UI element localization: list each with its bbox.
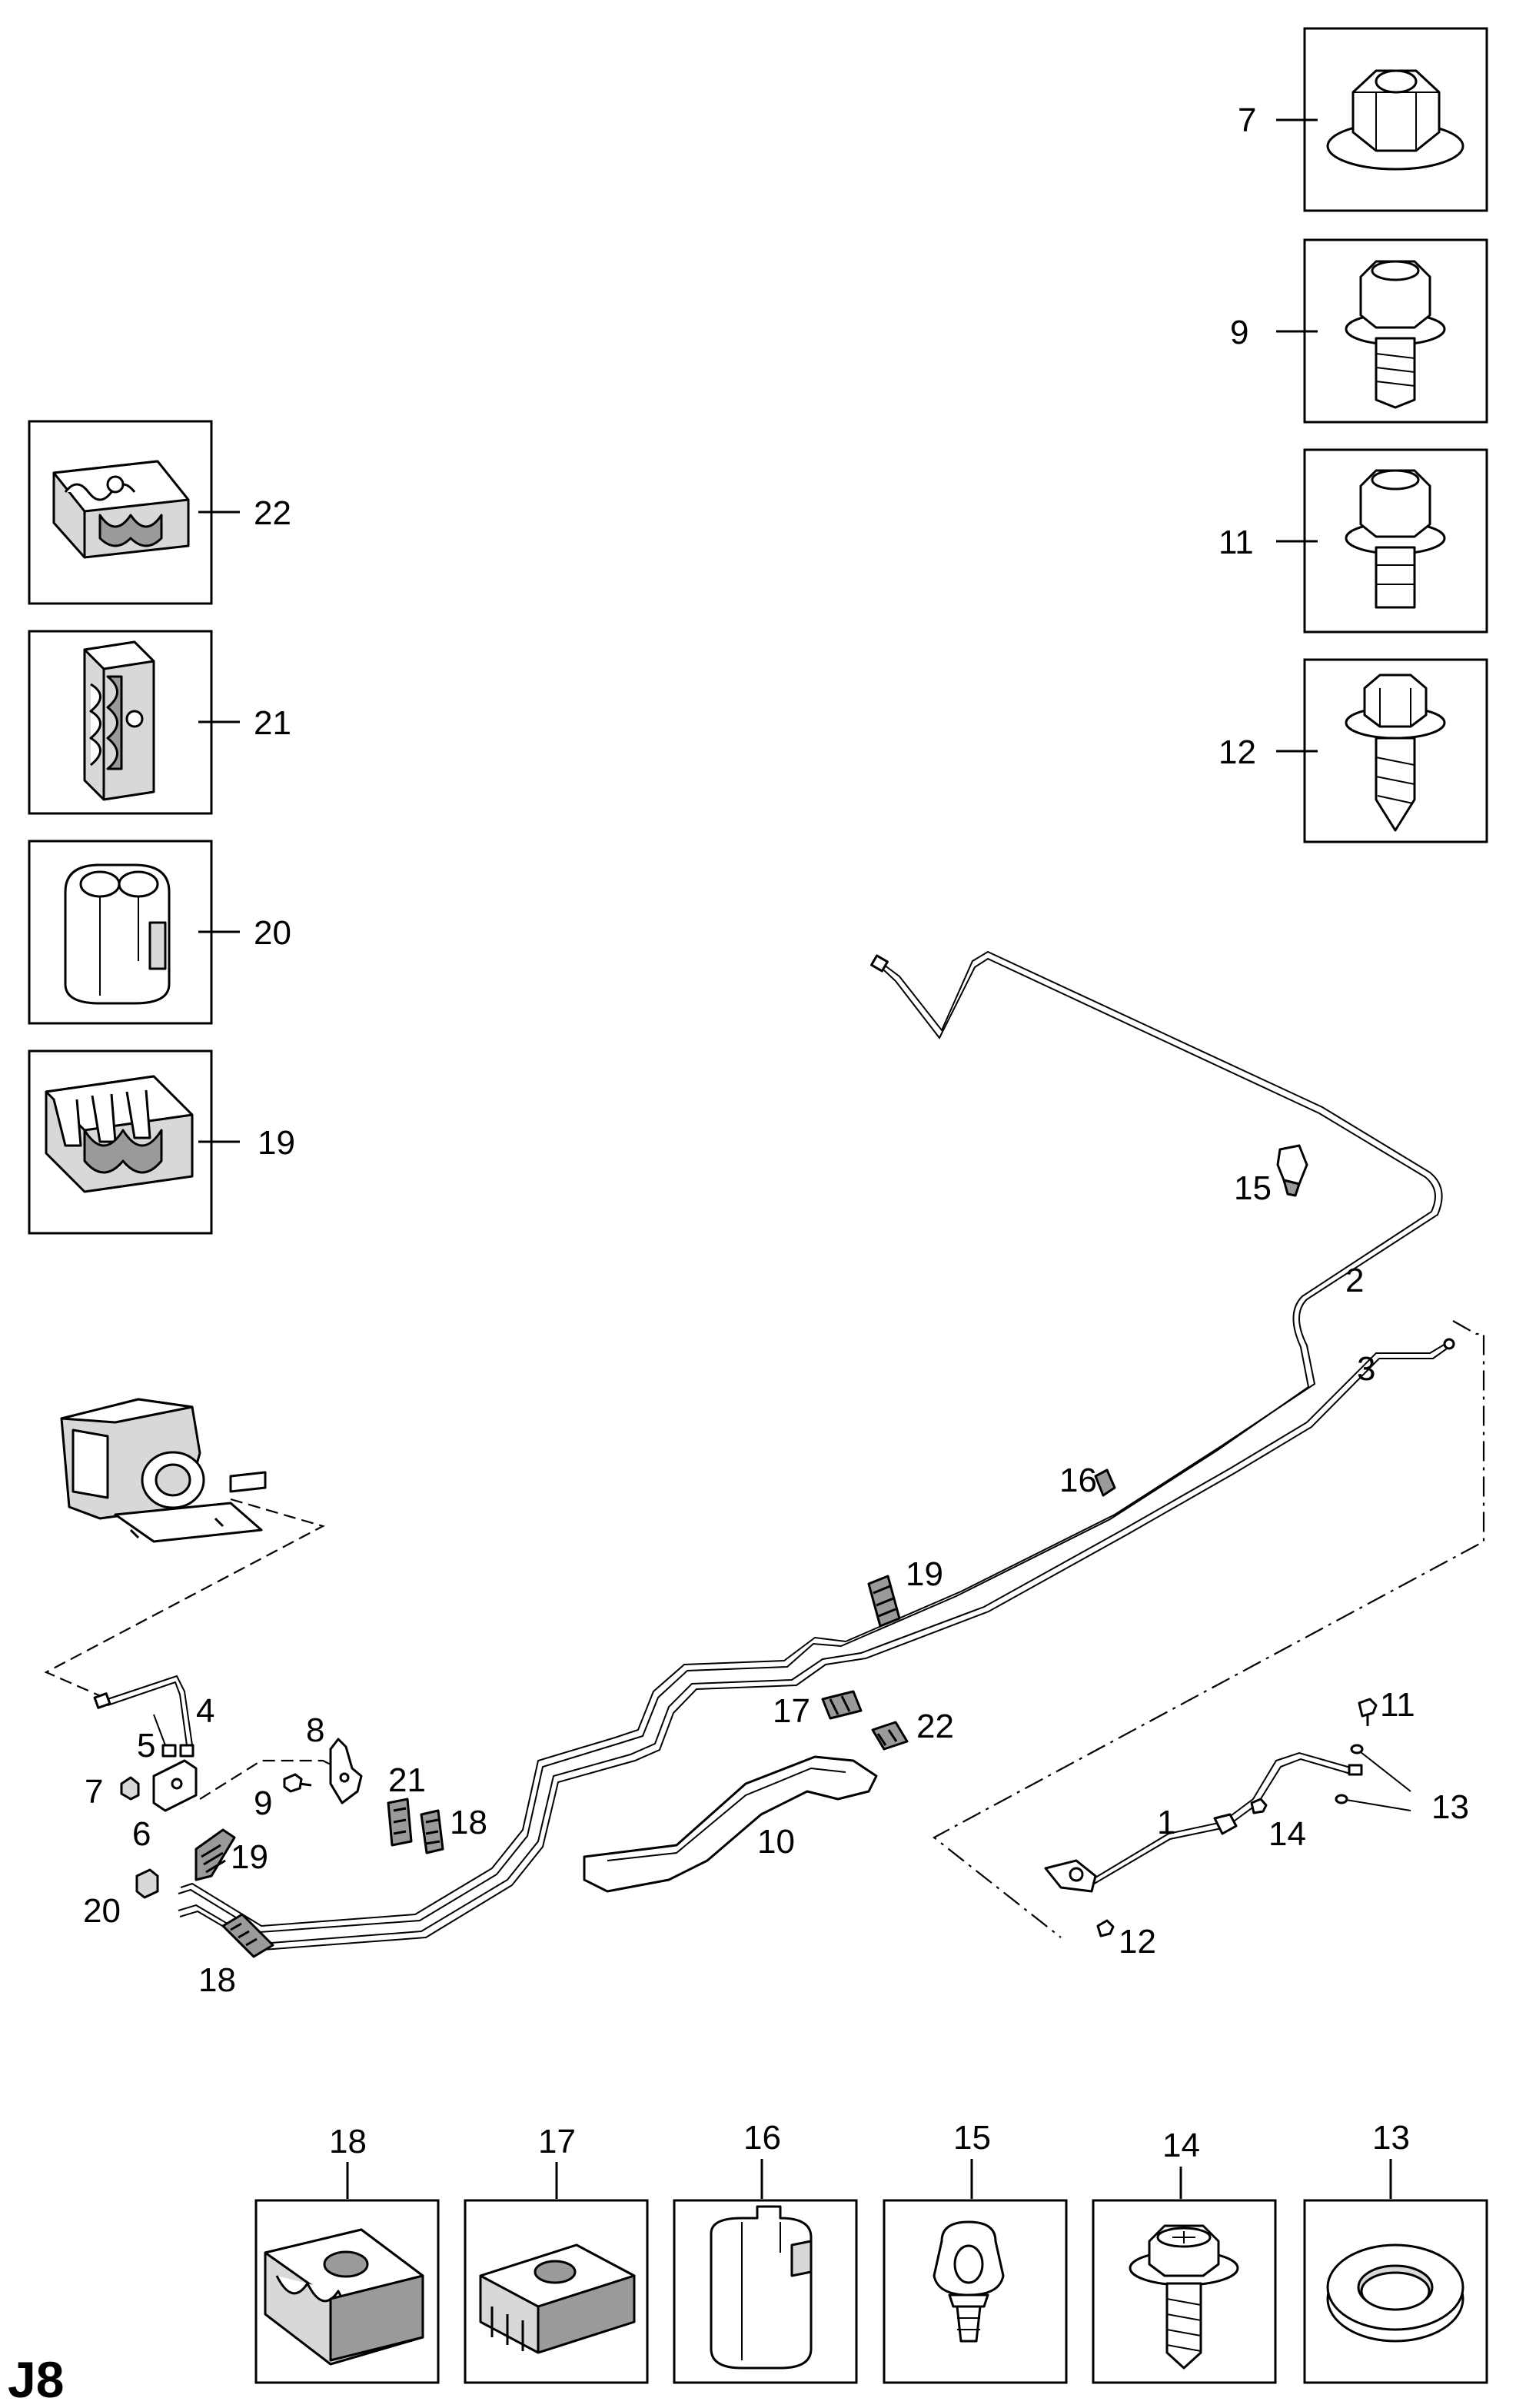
callout-1: 1 [1157,1804,1175,1841]
push-clip-icon [933,2220,1005,2343]
clip-18-icon[interactable] [420,1809,444,1854]
brake-pipe-1[interactable] [1044,1751,1363,1893]
flange-nut-icon [1326,69,1464,171]
detail-box-20-label: 20 [254,914,291,952]
callout-4: 4 [196,1692,214,1730]
detail-box-7-label: 7 [1238,101,1256,139]
sealing-washer-icon [1326,2243,1464,2343]
callout-11: 11 [1380,1686,1415,1724]
abs-hydraulic-unit-icon[interactable] [60,1398,267,1543]
callout-14: 14 [1268,1815,1306,1853]
detail-box-11-label: 11 [1218,524,1254,561]
detail-box-9-label: 9 [1230,314,1248,351]
callout-9: 9 [254,1784,272,1822]
detail-box-11[interactable]: 11 [1218,448,1488,634]
detail-box-12[interactable]: 12 [1218,658,1488,843]
detail-box-18[interactable]: 18 [254,2123,440,2384]
callout-22: 22 [916,1708,954,1745]
callout-18b: 18 [198,1961,236,1999]
nut-7-icon[interactable] [120,1776,140,1801]
callout-7: 7 [85,1773,103,1811]
washer-13-icon[interactable] [1335,1744,1411,1811]
detail-box-9[interactable]: 9 [1230,238,1488,424]
detail-box-19-label: 19 [258,1124,295,1162]
heat-shield-10-icon[interactable] [583,1755,878,1893]
callout-17: 17 [773,1692,810,1730]
detail-box-20[interactable]: 20 [28,840,291,1025]
diagram-code: J8 [8,2351,64,2408]
leader-line [44,1498,325,1701]
detail-box-18-label: 18 [329,2123,367,2160]
clip-20-icon[interactable] [135,1868,159,1899]
detail-box-19[interactable]: 19 [28,1049,295,1235]
bolt-9-icon[interactable] [283,1773,312,1793]
detail-box-16[interactable]: 16 [673,2119,858,2384]
clip-18-icon[interactable] [221,1913,274,1958]
detail-box-15-label: 15 [953,2119,991,2157]
detail-box-14[interactable]: 14 [1092,2127,1277,2384]
pipe-clip-icon [83,640,155,801]
bracket-8-icon[interactable] [329,1738,363,1804]
pipe-clip-icon [45,1075,194,1193]
clip-21-icon[interactable] [387,1798,413,1847]
brake-pipe-3[interactable] [178,1338,1455,1951]
pipe-assembly-4[interactable] [93,1675,194,1758]
pipe-fitting-icon [870,954,889,973]
callout-16: 16 [1059,1462,1097,1499]
detail-box-13-label: 13 [1372,2119,1410,2157]
double-pipe-clip-icon [64,863,171,1005]
clip-15-icon[interactable] [1276,1144,1308,1197]
brake-pipe-2[interactable] [178,950,1443,1934]
callout-20: 20 [83,1892,121,1930]
screw-14-icon[interactable] [1250,1798,1268,1814]
screw-12-icon[interactable] [1096,1919,1115,1937]
clip-17-icon[interactable] [821,1690,863,1720]
callout-5: 5 [137,1727,155,1764]
detail-box-13[interactable]: 13 [1303,2119,1488,2384]
callout-10: 10 [757,1823,795,1861]
callout-6: 6 [132,1815,151,1853]
clip-16-icon[interactable] [1094,1468,1116,1497]
flange-bolt-icon [1345,469,1446,609]
tapping-screw-icon [1345,674,1446,832]
detail-box-16-label: 16 [743,2119,781,2157]
leader-line [199,1759,339,1800]
callout-13: 13 [1431,1788,1469,1826]
detail-box-14-label: 14 [1162,2127,1200,2164]
detail-box-7[interactable]: 7 [1238,27,1488,212]
flange-bolt-icon [1345,260,1446,409]
detail-box-22[interactable]: 22 [28,420,291,605]
detail-box-17[interactable]: 17 [464,2123,649,2384]
detail-box-15[interactable]: 15 [883,2119,1068,2384]
leader-line [933,1320,1485,1938]
detail-box-21-label: 21 [254,704,291,742]
detail-box-21[interactable]: 21 [28,630,291,815]
spring-clip-icon [710,2205,813,2370]
callout-3: 3 [1357,1350,1375,1388]
callout-8: 8 [306,1711,324,1749]
callout-18a: 18 [450,1804,487,1841]
callout-19b: 19 [906,1555,943,1593]
callout-21: 21 [388,1761,426,1799]
detail-box-22-label: 22 [254,494,291,532]
bolt-11-icon[interactable] [1358,1698,1378,1726]
detail-box-17-label: 17 [538,2123,576,2160]
callout-19a: 19 [231,1838,268,1876]
pipe-clip-icon [264,2228,424,2366]
clip-19-icon[interactable] [867,1575,901,1628]
callout-15: 15 [1234,1169,1272,1207]
pipe-clip-icon [52,460,190,559]
clip-19-icon[interactable] [194,1828,236,1881]
detail-box-12-label: 12 [1218,733,1256,771]
bracket-6-icon[interactable] [152,1759,198,1812]
cross-head-screw-icon [1129,2224,1239,2370]
clip-22-icon[interactable] [871,1721,909,1751]
callout-2: 2 [1345,1262,1364,1299]
callout-12: 12 [1119,1923,1156,1961]
pipe-clip-icon [479,2243,636,2354]
